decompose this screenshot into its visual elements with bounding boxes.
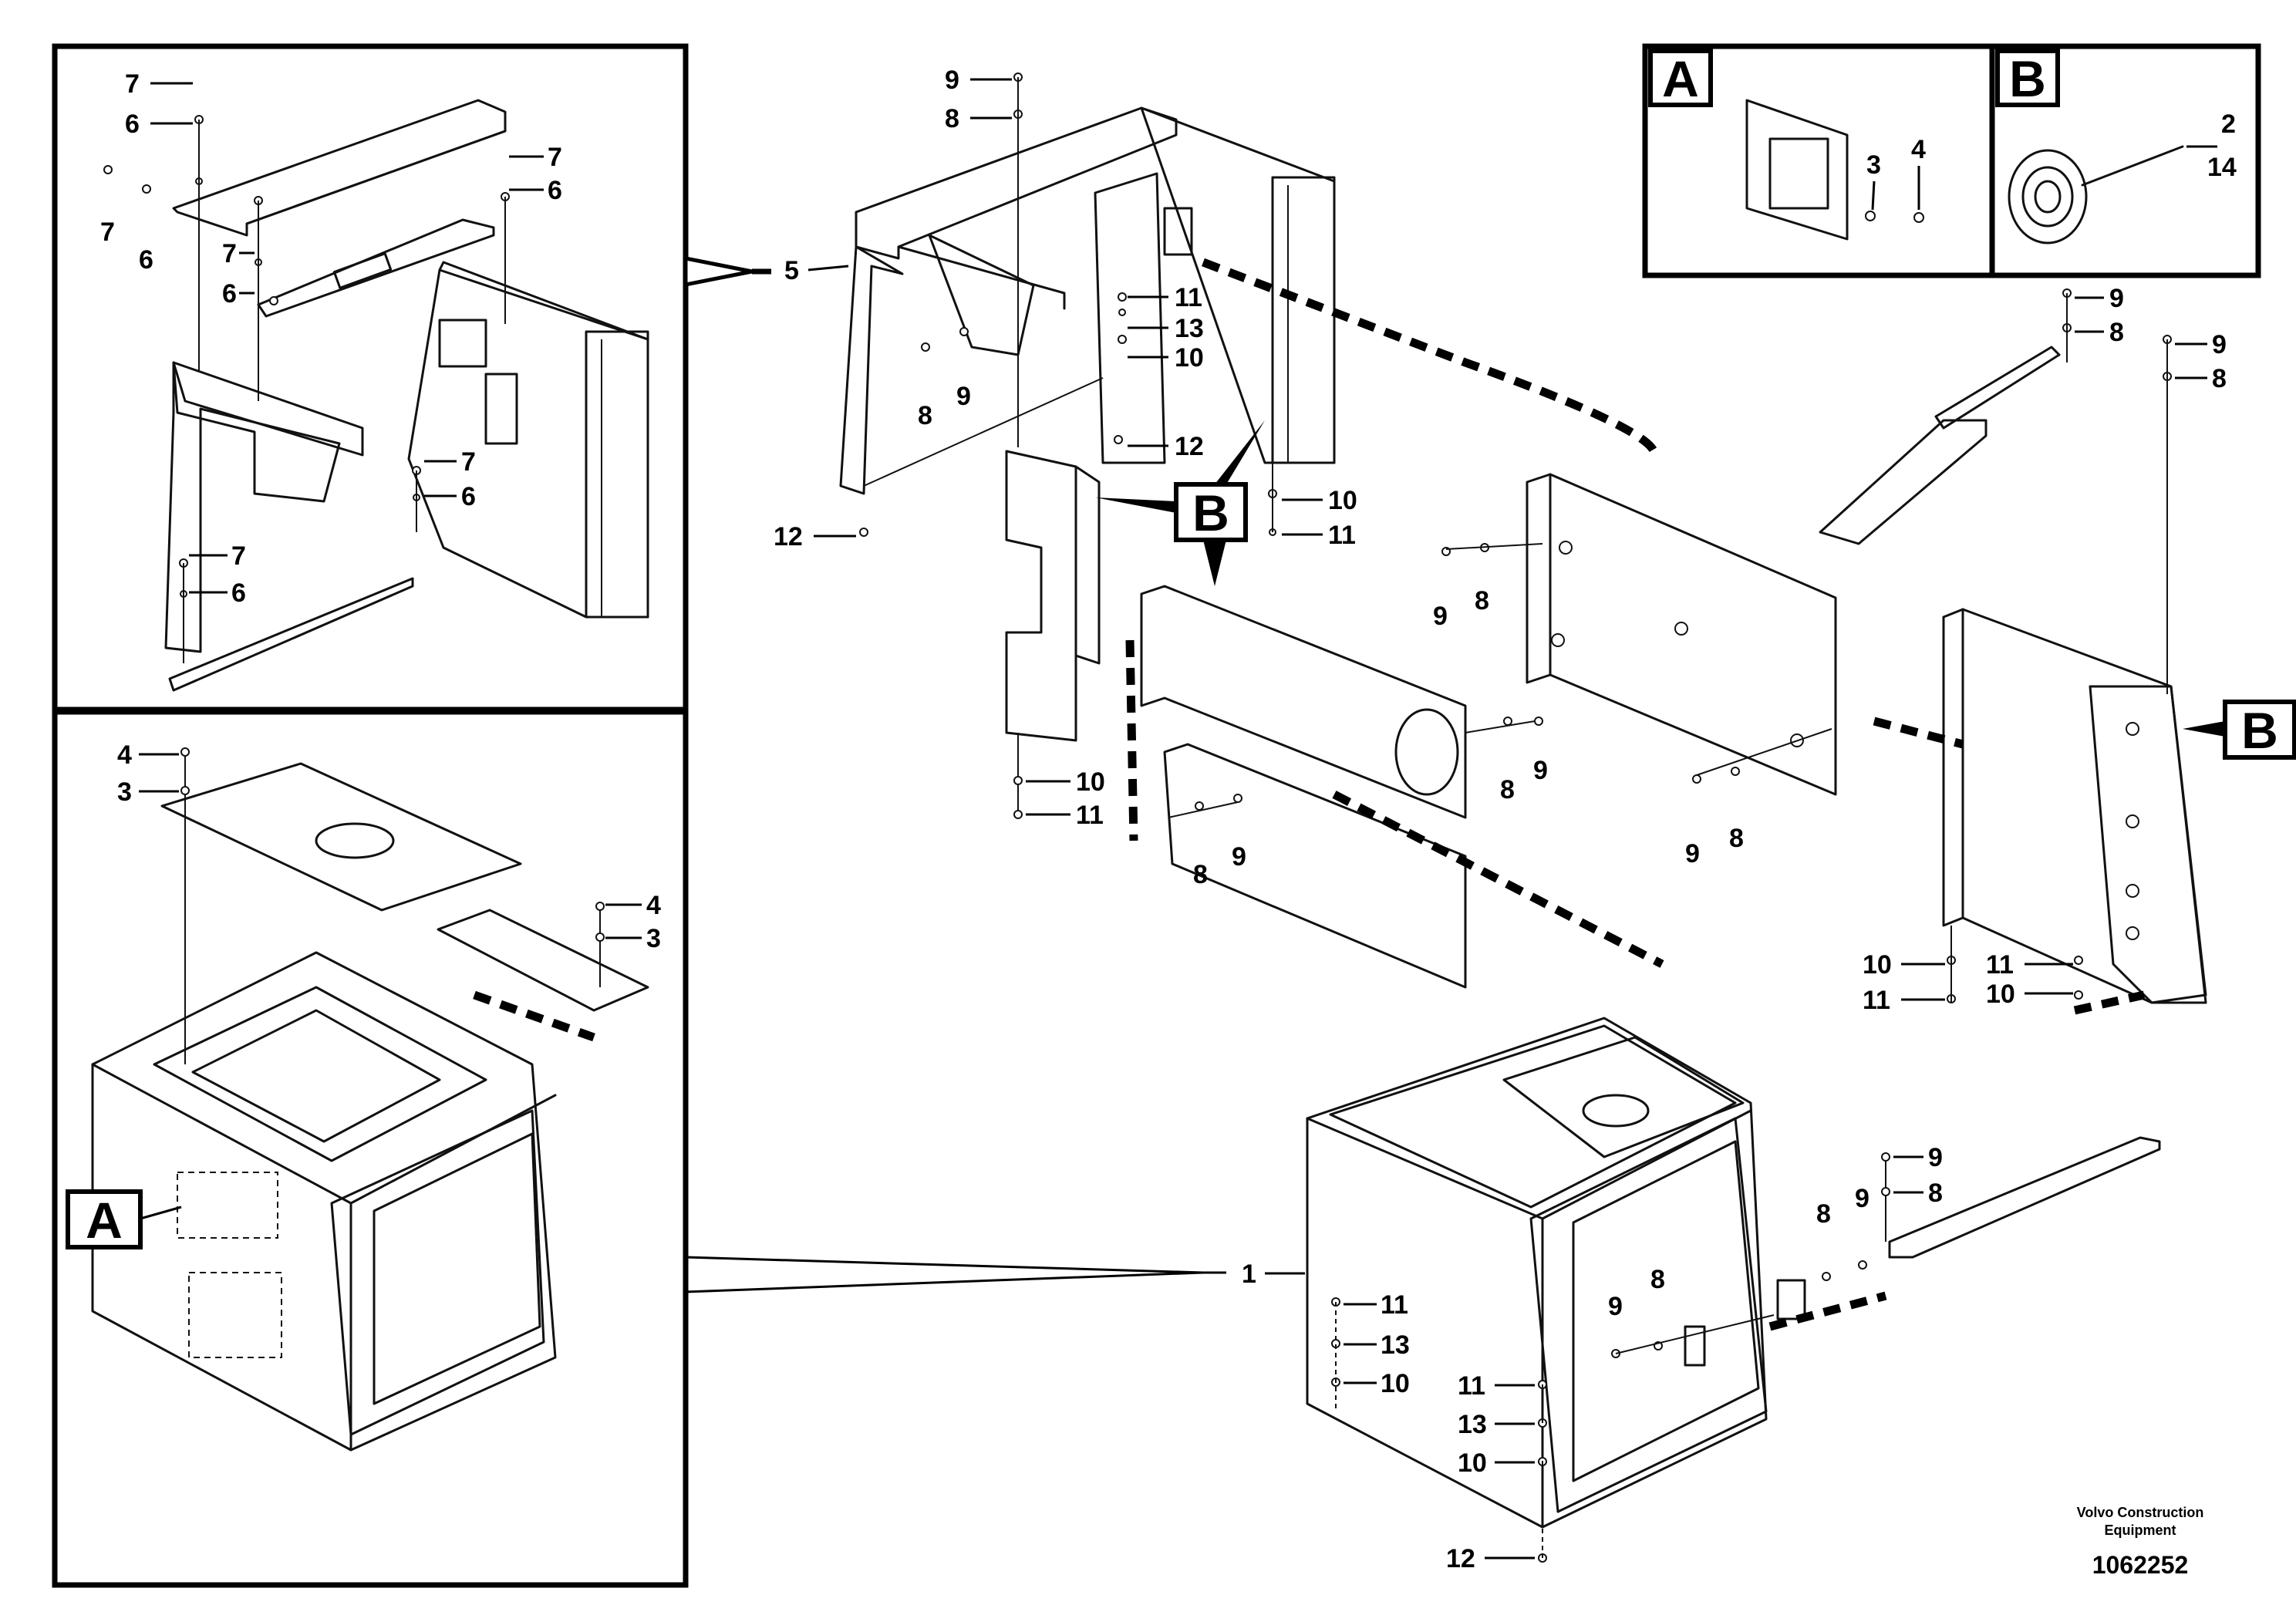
- part-label: 7: [222, 239, 237, 268]
- callout-b-panel: B: [1995, 49, 2060, 107]
- part-label: 11: [1458, 1371, 1485, 1401]
- part-label: 2: [2221, 110, 2236, 139]
- callout-b-center: B: [1095, 420, 1265, 586]
- part-label: 9: [1433, 602, 1448, 631]
- part-label: 11: [1328, 521, 1356, 550]
- part-label: 8: [2212, 364, 2227, 393]
- callout-letter-b-right: B: [2241, 702, 2278, 759]
- publisher-footer: Volvo Construction Equipment 1062252: [2077, 1505, 2204, 1579]
- main-frame-part-1: [1306, 1017, 2161, 1563]
- detail-a-bracket: [1745, 99, 1924, 241]
- part-label: 9: [1855, 1184, 1870, 1213]
- part-label-1: 1: [1242, 1259, 1256, 1289]
- detail-panel-top-left: [52, 43, 771, 713]
- part-label: 9: [956, 382, 971, 411]
- part-label: 13: [1381, 1330, 1410, 1360]
- part-label: 11: [1076, 801, 1104, 830]
- part-label: 8: [1650, 1265, 1665, 1294]
- part-label: 13: [1175, 314, 1204, 343]
- part-label: 9: [945, 66, 959, 95]
- part-label: 13: [1458, 1410, 1487, 1439]
- part-label: 8: [2109, 318, 2124, 347]
- part-label: 8: [1816, 1199, 1831, 1229]
- part-label: 6: [461, 482, 476, 511]
- detail-panel-bottom-left: [52, 709, 1226, 1588]
- detail-panel-b: [1989, 43, 2261, 278]
- part-label: 3: [117, 777, 132, 807]
- panel-letter-a: A: [1662, 50, 1699, 107]
- part-label: 8: [1928, 1179, 1943, 1208]
- detail-b-grommet: [2008, 145, 2184, 244]
- right-side-frame: [1819, 288, 2207, 1004]
- bottom-left-base-assembly: [91, 747, 649, 1452]
- part-label: 8: [945, 104, 959, 133]
- part-label: 12: [774, 522, 803, 551]
- part-label: 10: [1175, 343, 1204, 373]
- part-label: 10: [1328, 486, 1357, 515]
- part-label: 6: [548, 176, 562, 205]
- part-label: 10: [1381, 1369, 1410, 1398]
- part-label: 6: [231, 578, 246, 608]
- part-labels: 7 6 7 6 7 6 7 6 7 6 7 6 4 3 4 3 9 8: [100, 66, 2237, 1573]
- part-label: 10: [1076, 767, 1105, 797]
- callout-a-main: A: [66, 1189, 182, 1249]
- part-label: 8: [1729, 824, 1744, 853]
- publisher-line-1: Volvo Construction: [2077, 1505, 2204, 1520]
- callout-b-right: B: [2183, 700, 2296, 760]
- panel-letter-b: B: [2009, 50, 2046, 107]
- callout-a-panel: A: [1648, 49, 1713, 107]
- part-label: 9: [1608, 1292, 1623, 1321]
- part-label: 7: [461, 447, 476, 477]
- part-label: 6: [222, 279, 237, 309]
- part-label: 8: [1500, 775, 1515, 804]
- part-label: 8: [918, 401, 932, 430]
- rear-panel: [1441, 473, 1837, 796]
- part-label: 7: [231, 541, 246, 571]
- publisher-line-2: Equipment: [2105, 1523, 2176, 1538]
- part-label: 11: [1986, 950, 2014, 980]
- part-label: 12: [1446, 1544, 1475, 1573]
- part-label: 12: [1175, 432, 1204, 461]
- part-label: 10: [1863, 950, 1892, 980]
- dashed-routing-lines: [473, 258, 2146, 1331]
- part-label: 4: [646, 891, 661, 920]
- center-side-cover: [1140, 585, 1543, 989]
- part-label: 11: [1863, 986, 1890, 1015]
- part-label: 14: [2207, 153, 2237, 182]
- part-label: 11: [1381, 1290, 1408, 1320]
- part-label: 6: [139, 245, 153, 275]
- part-label: 6: [125, 110, 140, 139]
- part-label: 7: [548, 143, 562, 172]
- part-label: 3: [646, 924, 661, 953]
- callout-letter-a: A: [86, 1192, 123, 1249]
- part-label: 4: [1911, 135, 1926, 164]
- part-label: 10: [1458, 1448, 1487, 1478]
- part-label: 10: [1986, 980, 2015, 1009]
- part-label: 8: [1193, 860, 1208, 889]
- part-label: 9: [1685, 839, 1700, 868]
- vertical-duct: [1005, 450, 1101, 819]
- part-label: 4: [117, 740, 132, 770]
- callout-letter-b-center: B: [1192, 484, 1229, 541]
- part-label: 7: [125, 69, 140, 99]
- part-label: 9: [2109, 284, 2124, 313]
- part-label: 7: [100, 218, 115, 247]
- part-label: 11: [1175, 283, 1202, 312]
- part-label: 8: [1475, 586, 1489, 615]
- part-label: 9: [1533, 756, 1548, 785]
- part-label-5: 5: [784, 256, 799, 285]
- part-label: 9: [1232, 842, 1246, 872]
- part-label: 3: [1866, 150, 1881, 180]
- upper-frame-part-5: [839, 73, 1336, 537]
- top-left-frame-assembly: [103, 99, 649, 692]
- document-number: 1062252: [2092, 1551, 2189, 1579]
- part-label: 9: [2212, 330, 2227, 359]
- part-label: 9: [1928, 1143, 1943, 1172]
